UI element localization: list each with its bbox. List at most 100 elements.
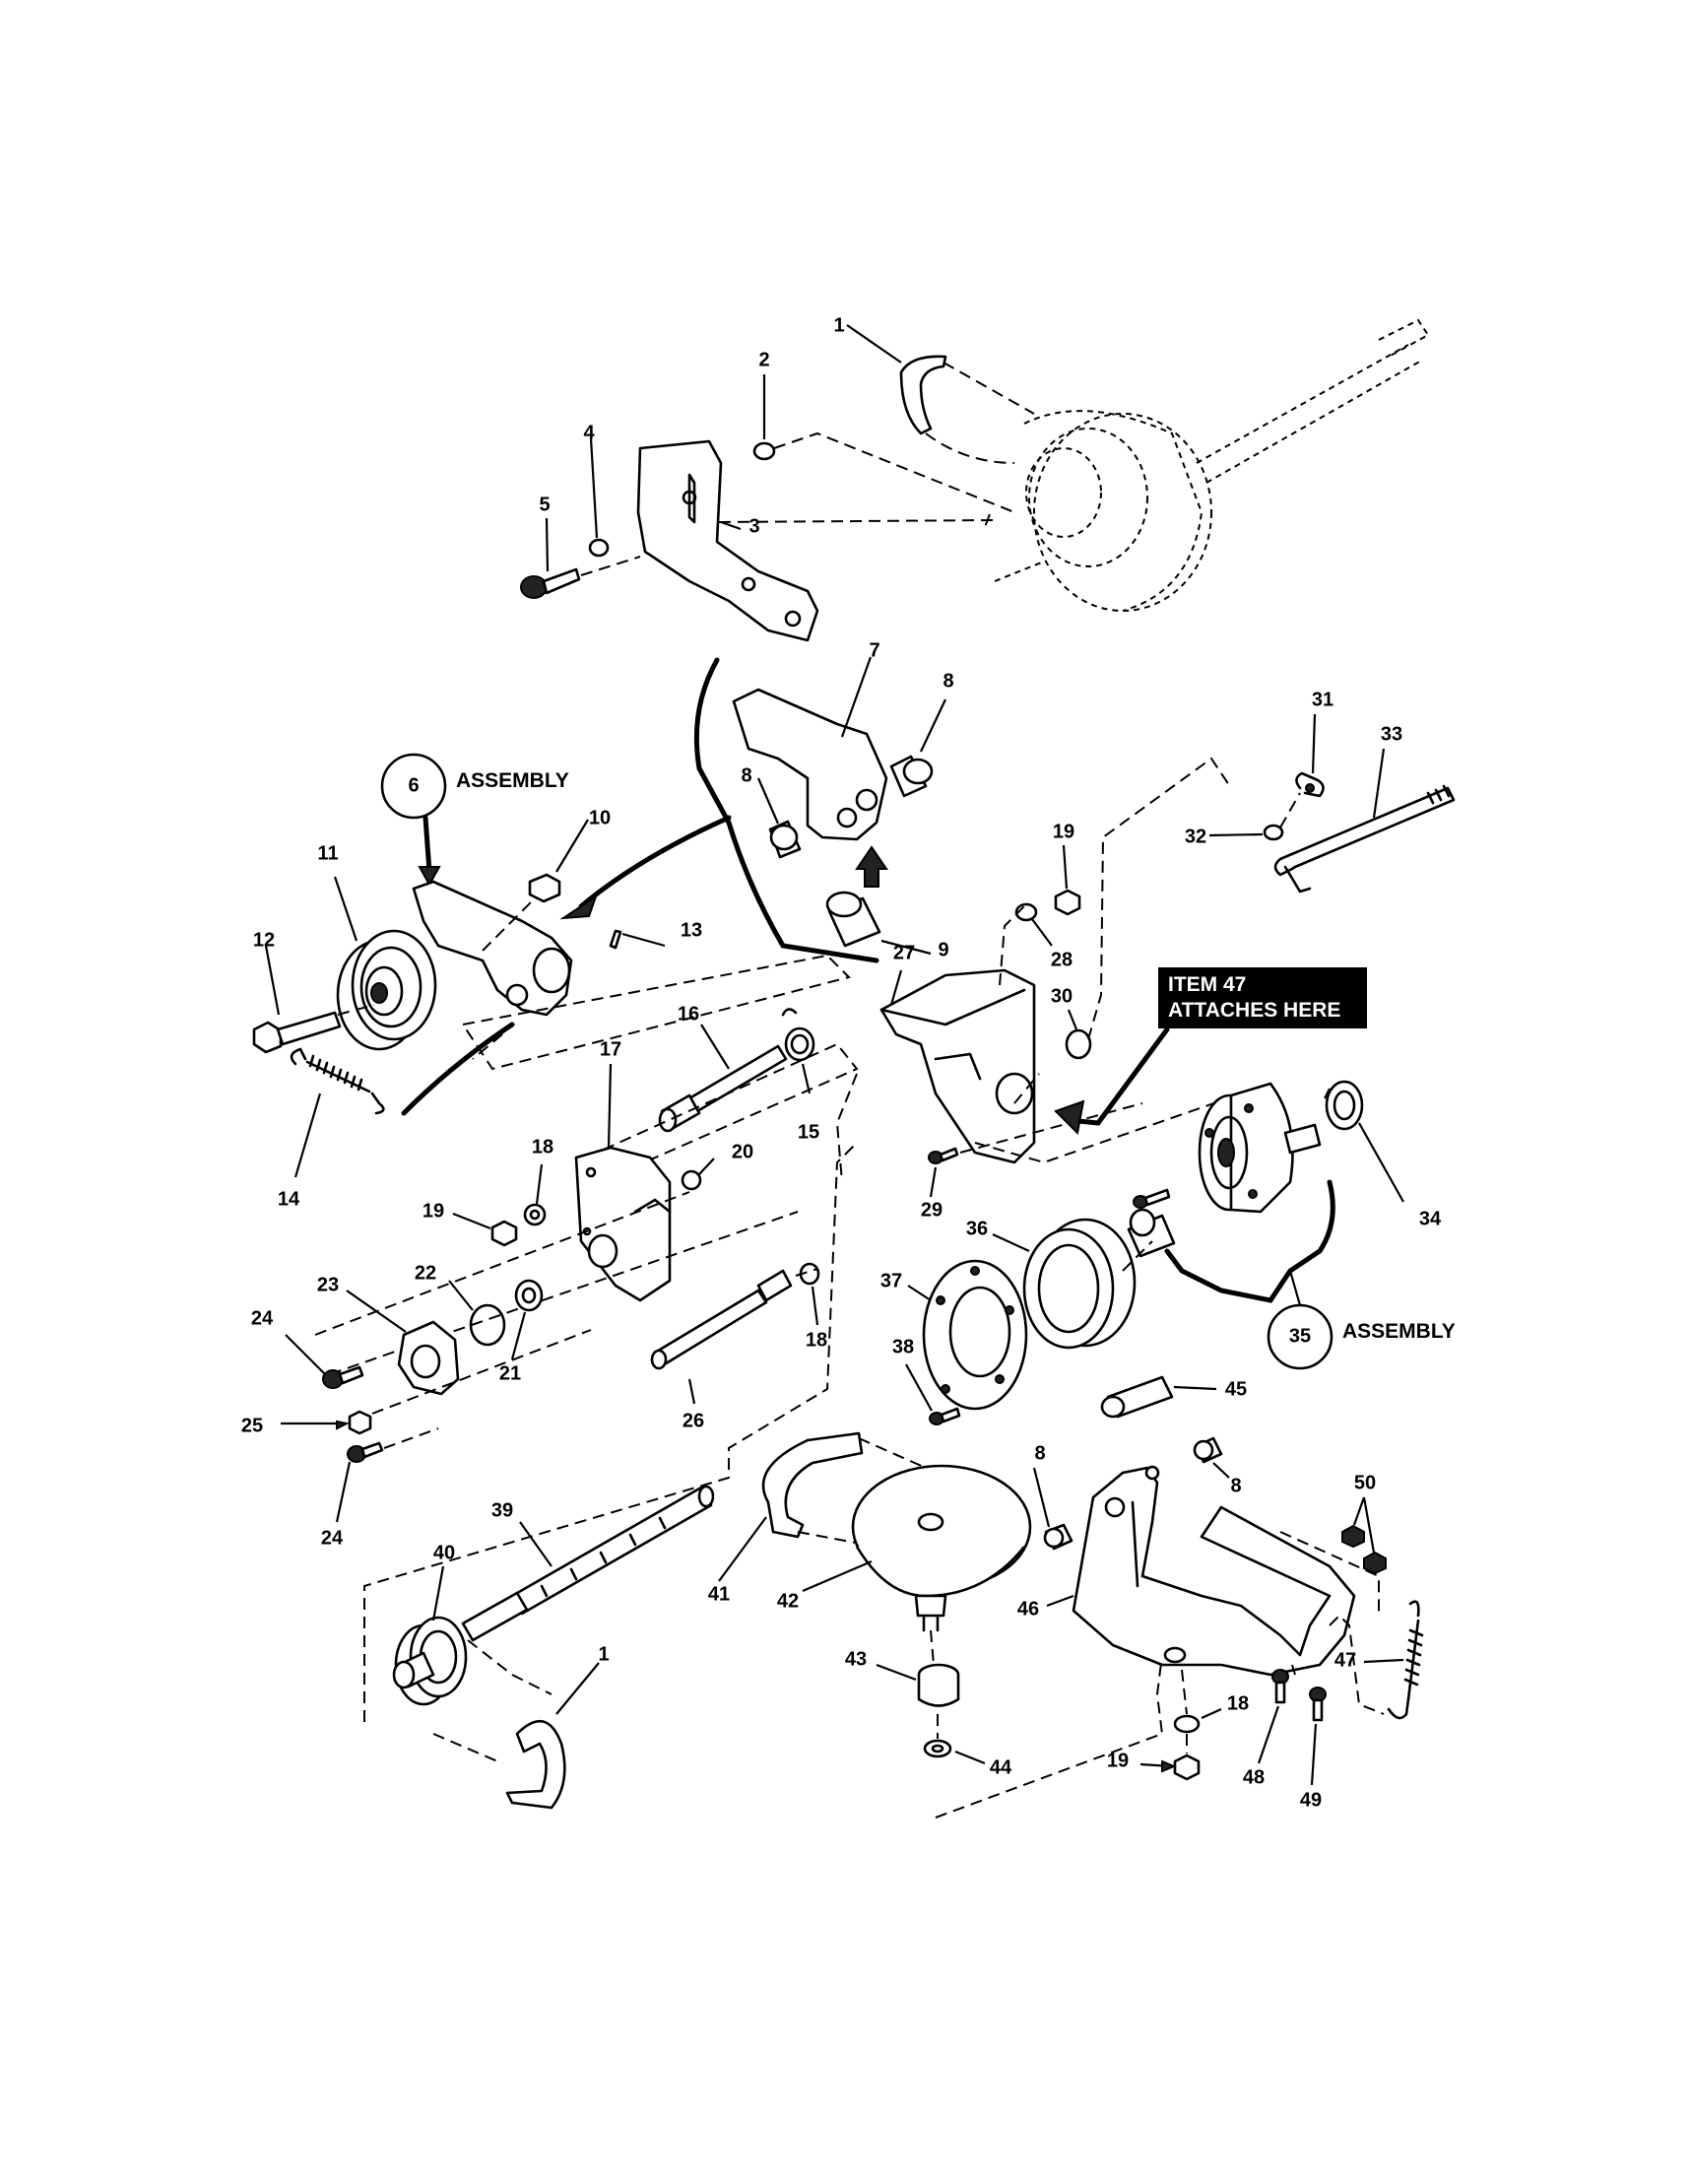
label-part-24-b: 24 (320, 1527, 344, 1550)
part-31-clip (1295, 771, 1325, 798)
label-part-28: 28 (1050, 949, 1073, 971)
attachment-note: ITEM 47 ATTACHES HERE (1158, 967, 1367, 1028)
part-2-washer (752, 441, 776, 461)
part-22-ring (469, 1303, 506, 1347)
label-part-42: 42 (776, 1590, 800, 1613)
part-18-washer-c (1173, 1714, 1201, 1734)
label-part-15: 15 (797, 1121, 820, 1144)
part-48-bolt (1271, 1669, 1289, 1704)
part-13-pin (609, 929, 622, 950)
label-part-11: 11 (317, 842, 339, 865)
part-10-nut (528, 873, 561, 903)
note-line-2: ATTACHES HERE (1168, 999, 1341, 1022)
part-19-nut-a (490, 1220, 518, 1247)
part-8-bushing-d (1043, 1523, 1073, 1551)
label-part-22: 22 (414, 1262, 437, 1285)
label-part-7: 7 (869, 639, 880, 662)
part-50-nut-b (1363, 1551, 1387, 1575)
arrow-up (855, 845, 888, 888)
label-part-26: 26 (682, 1410, 705, 1432)
label-part-48: 48 (1242, 1766, 1266, 1789)
part-49-bolt (1309, 1687, 1327, 1722)
label-assembly-6: ASSEMBLY (456, 769, 569, 792)
assembly-35-circle (1267, 1303, 1333, 1370)
part-3-bracket (636, 439, 819, 642)
label-part-45: 45 (1224, 1378, 1248, 1401)
part-39-shaft (461, 1485, 715, 1642)
part-12-bolt (252, 1011, 342, 1054)
part-36-friction-ring (1022, 1218, 1137, 1350)
part-38-screw (929, 1407, 961, 1425)
label-part-47: 47 (1333, 1649, 1357, 1672)
label-part-1-bottom: 1 (598, 1643, 610, 1666)
assembly-35-bracket (1164, 1179, 1335, 1303)
label-part-35: 35 (1288, 1325, 1312, 1348)
part-20-washer (681, 1169, 702, 1191)
part-37-disc (922, 1259, 1028, 1411)
part-33-rod (1273, 784, 1456, 893)
assembly-6-circle (380, 753, 447, 820)
part-30-ring (1065, 1028, 1092, 1060)
divider-line (693, 657, 879, 963)
label-part-30: 30 (1050, 985, 1073, 1008)
part-8-bushing-c (1193, 1436, 1223, 1464)
label-part-8-c: 8 (1230, 1475, 1242, 1497)
note-line-1: ITEM 47 (1168, 973, 1247, 996)
label-part-33: 33 (1380, 723, 1403, 746)
part-41-half-clip (761, 1431, 864, 1539)
part-5-bolt (520, 567, 581, 599)
part-32-washer (1263, 824, 1284, 841)
label-part-13: 13 (680, 919, 703, 942)
label-part-44: 44 (989, 1756, 1012, 1779)
part-16-shaft (658, 1044, 788, 1133)
part-1-half-clip-bottom (505, 1719, 566, 1810)
part-24-bolt-b (347, 1441, 384, 1463)
part-8-bushing-a (889, 755, 934, 798)
part-44-washer (923, 1739, 952, 1758)
label-part-32: 32 (1184, 826, 1207, 848)
label-part-2: 2 (758, 349, 770, 371)
label-part-18-b: 18 (805, 1329, 828, 1352)
part-23-flange (397, 1320, 460, 1396)
label-part-9: 9 (938, 939, 949, 961)
part-29-screw (928, 1147, 959, 1164)
part-45-sleeve (1100, 1375, 1174, 1419)
part-19-nut-b (1054, 889, 1081, 916)
part-25-nut (348, 1410, 372, 1435)
label-part-43: 43 (844, 1648, 868, 1671)
label-assembly-35: ASSEMBLY (1342, 1320, 1456, 1343)
label-part-19-a: 19 (422, 1200, 445, 1223)
part-34-seal (1325, 1080, 1364, 1131)
label-part-40: 40 (432, 1542, 456, 1564)
label-part-8-a: 8 (943, 670, 954, 693)
curved-arrow (578, 815, 732, 909)
part-42-friction-disc (851, 1464, 1032, 1632)
label-part-39: 39 (490, 1499, 514, 1522)
part-11-pulley (336, 929, 437, 1051)
part-14-spring (290, 1047, 385, 1115)
label-part-8-b: 8 (741, 764, 752, 787)
label-part-17: 17 (599, 1038, 622, 1061)
part-50-nut-a (1341, 1524, 1365, 1549)
label-part-49: 49 (1299, 1789, 1323, 1812)
label-part-12: 12 (252, 929, 276, 952)
part-6-idler-arm (412, 880, 573, 1017)
part-40-drive-pulley (392, 1616, 468, 1706)
part-17-bracket (574, 1146, 672, 1302)
transmission-ghost (994, 318, 1430, 612)
label-part-19-b: 19 (1052, 821, 1075, 843)
part-19-nut-c (1173, 1754, 1201, 1781)
label-part-14: 14 (277, 1188, 300, 1211)
label-part-41: 41 (707, 1583, 731, 1606)
label-part-31: 31 (1311, 689, 1334, 711)
label-part-36: 36 (965, 1218, 989, 1240)
label-part-21: 21 (498, 1362, 522, 1385)
part-35-hub-assembly (1198, 1082, 1322, 1214)
label-part-18-a: 18 (531, 1136, 554, 1158)
label-part-20: 20 (731, 1141, 754, 1163)
part-1-half-clip-top (899, 355, 947, 435)
part-35-screw (1133, 1188, 1171, 1209)
label-part-25: 25 (240, 1415, 264, 1437)
label-part-8-d: 8 (1034, 1442, 1046, 1465)
